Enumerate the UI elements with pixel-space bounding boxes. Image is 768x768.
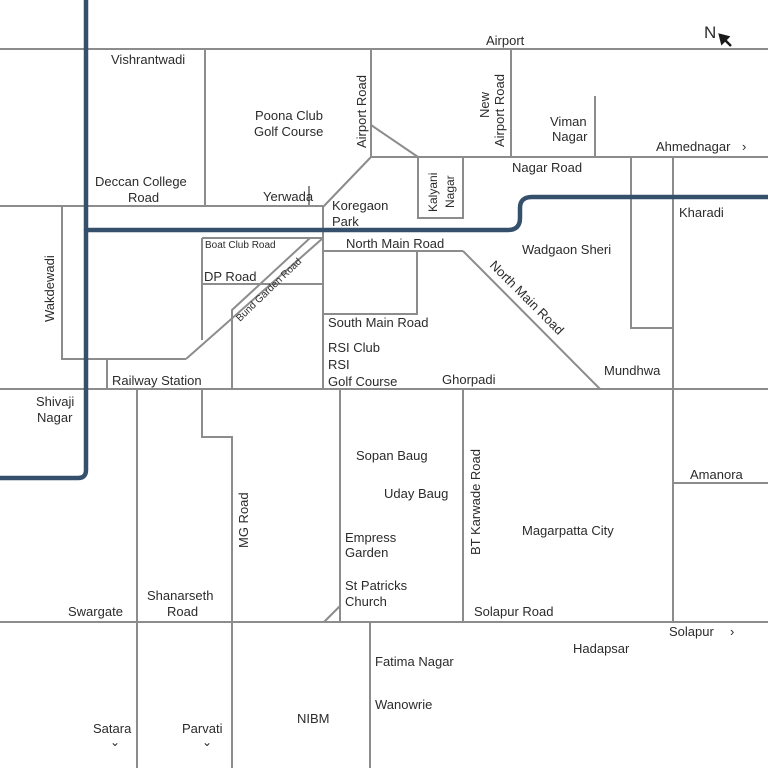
road-north-main-diagonal [462,250,601,390]
road-kharadi-loop [630,157,673,329]
label-wadgaon-sheri: Wadgaon Sheri [522,242,611,257]
route-east-west [83,194,768,233]
label-vishrantwadi: Vishrantwadi [111,52,185,67]
label-kharadi: Kharadi [679,205,724,220]
route-network [0,0,768,481]
label-st-patricks-1: St Patricks [345,578,408,593]
label-st-patricks-2: Church [345,594,387,609]
label-rsi-golf-1: RSI [328,357,350,372]
label-solapur: Solapur [669,624,714,639]
label-rsi-golf-2: Golf Course [328,374,397,389]
arrow-ahmednagar: › [742,139,746,154]
label-airport-road: Airport Road [354,75,369,148]
road-koregaon-diagonal [322,156,372,208]
label-koregaon-park-1: Koregaon [332,198,388,213]
compass: N [704,23,732,47]
label-railway-station: Railway Station [112,373,202,388]
label-shivaji-nagar-1: Shivaji [36,394,74,409]
route-west-vertical [0,0,89,481]
label-amanora: Amanora [690,467,744,482]
road-airport-road-diagonal [370,124,419,158]
label-swargate: Swargate [68,604,123,619]
label-viman-nagar-1: Viman [550,114,587,129]
label-wanowrie: Wanowrie [375,697,432,712]
label-sopan-baug: Sopan Baug [356,448,428,463]
label-new-airport-road-1: New [477,91,492,118]
road-mg-road-jog [201,389,233,768]
label-hadapsar: Hadapsar [573,641,630,656]
label-solapur-road: Solapur Road [474,604,554,619]
label-fatima-nagar: Fatima Nagar [375,654,454,669]
road-bund-garden-2 [231,237,311,389]
road-kalyani-nagar-box [417,157,464,219]
label-kalyani-nagar-2: Nagar [443,175,457,208]
road-st-patricks-diag [323,605,341,623]
label-shanarseth-1: Shanarseth [147,588,214,603]
label-magarpatta-city: Magarpatta City [522,523,614,538]
label-airport: Airport [486,33,525,48]
label-rsi-club: RSI Club [328,340,380,355]
road-wakdewadi-loop [61,206,186,360]
label-kalyani-nagar-1: Kalyani [426,173,440,212]
label-koregaon-park-2: Park [332,214,359,229]
label-ghorpadi: Ghorpadi [442,372,496,387]
label-north-main-road: North Main Road [346,236,444,251]
road-south-main-loop [323,251,418,315]
label-new-airport-road-2: Airport Road [492,74,507,147]
label-south-main-road: South Main Road [328,315,428,330]
label-parvati: Parvati [182,721,223,736]
label-viman-nagar-2: Nagar [552,129,588,144]
label-shivaji-nagar-2: Nagar [37,410,73,425]
label-shanarseth-2: Road [167,604,198,619]
arrow-parvati: ⌄ [202,735,212,749]
label-dp-road: DP Road [204,269,257,284]
label-nagar-road: Nagar Road [512,160,582,175]
north-arrow-icon [718,33,732,47]
label-satara: Satara [93,721,132,736]
label-uday-baug: Uday Baug [384,486,448,501]
road-network [0,48,768,768]
label-boat-club-road: Boat Club Road [205,240,276,251]
compass-letter: N [704,23,716,42]
label-yerwada: Yerwada [263,189,314,204]
label-deccan-college-1: Deccan College [95,174,187,189]
label-poona-club-1: Poona Club [255,108,323,123]
label-empress-garden-2: Garden [345,545,388,560]
label-mg-road: MG Road [236,492,251,548]
label-bt-karwade-road: BT Karwade Road [468,449,483,555]
label-empress-garden-1: Empress [345,530,397,545]
label-ahmednagar: Ahmednagar [656,139,731,154]
label-mundhwa: Mundhwa [604,363,661,378]
arrow-satara: ⌄ [110,735,120,749]
label-deccan-college-2: Road [128,190,159,205]
label-poona-club-2: Golf Course [254,124,323,139]
label-wakdewadi: Wakdewadi [42,255,57,322]
label-nibm: NIBM [297,711,330,726]
arrow-solapur: › [730,624,734,639]
